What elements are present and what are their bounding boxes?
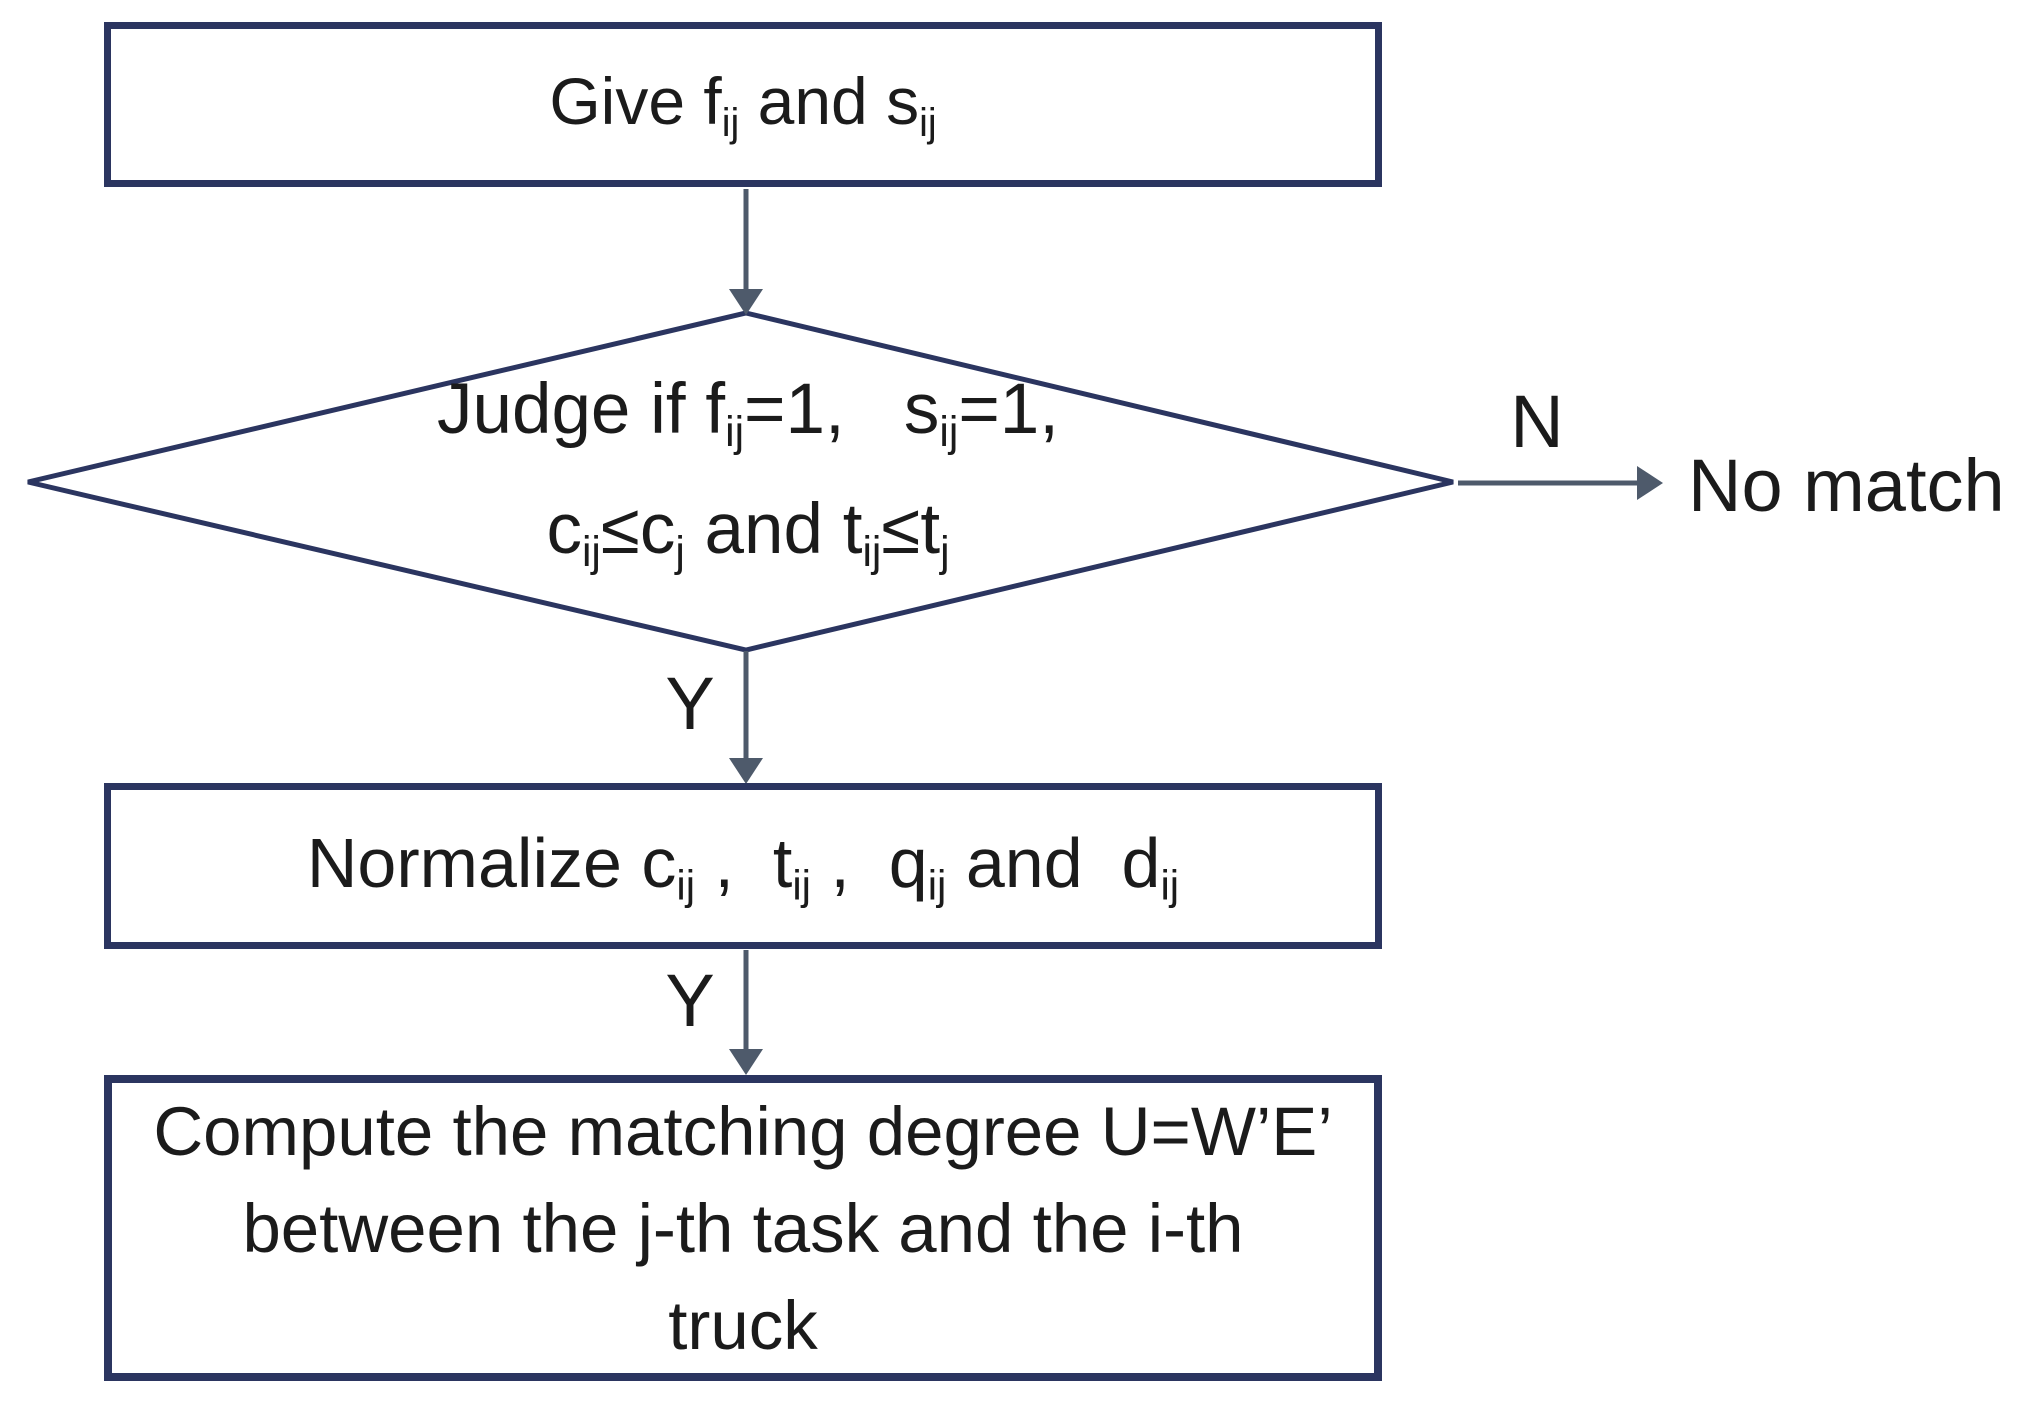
branch-label-y-1: Y [665, 662, 715, 745]
decision-diamond-shape [27, 310, 1454, 653]
give-box-label: Give fij and sij [549, 64, 937, 145]
process-box-give: Give fij and sij [104, 22, 1382, 187]
arrowhead-give-to-judge [729, 289, 763, 315]
normalize-box-label: Normalize cij , tij , qij and dij [306, 823, 1180, 909]
decision-label-line-1: Judge if fij=1, sij=1, [436, 370, 1060, 456]
process-box-normalize: Normalize cij , tij , qij and dij [104, 783, 1382, 949]
arrowhead-judge-to-no-match [1637, 466, 1663, 500]
arrowhead-normalize-to-compute [729, 1049, 763, 1075]
no-match-label: No match [1688, 443, 2005, 527]
branch-label-n: N [1510, 380, 1564, 463]
compute-box-line-2: between the j-th task and the i-th [242, 1189, 1244, 1267]
arrowhead-judge-to-normalize [729, 758, 763, 784]
process-box-compute: Compute the matching degree U=W’E’ betwe… [104, 1075, 1382, 1381]
compute-box-line-3: truck [668, 1286, 818, 1364]
compute-box-line-1: Compute the matching degree U=W’E’ [153, 1092, 1333, 1170]
branch-label-y-2: Y [665, 959, 715, 1042]
decision-label: Judge if fij=1, sij=1, cij≤cj and tij≤tj [128, 330, 1368, 632]
decision-label-line-2: cij≤cj and tij≤tj [546, 490, 950, 576]
